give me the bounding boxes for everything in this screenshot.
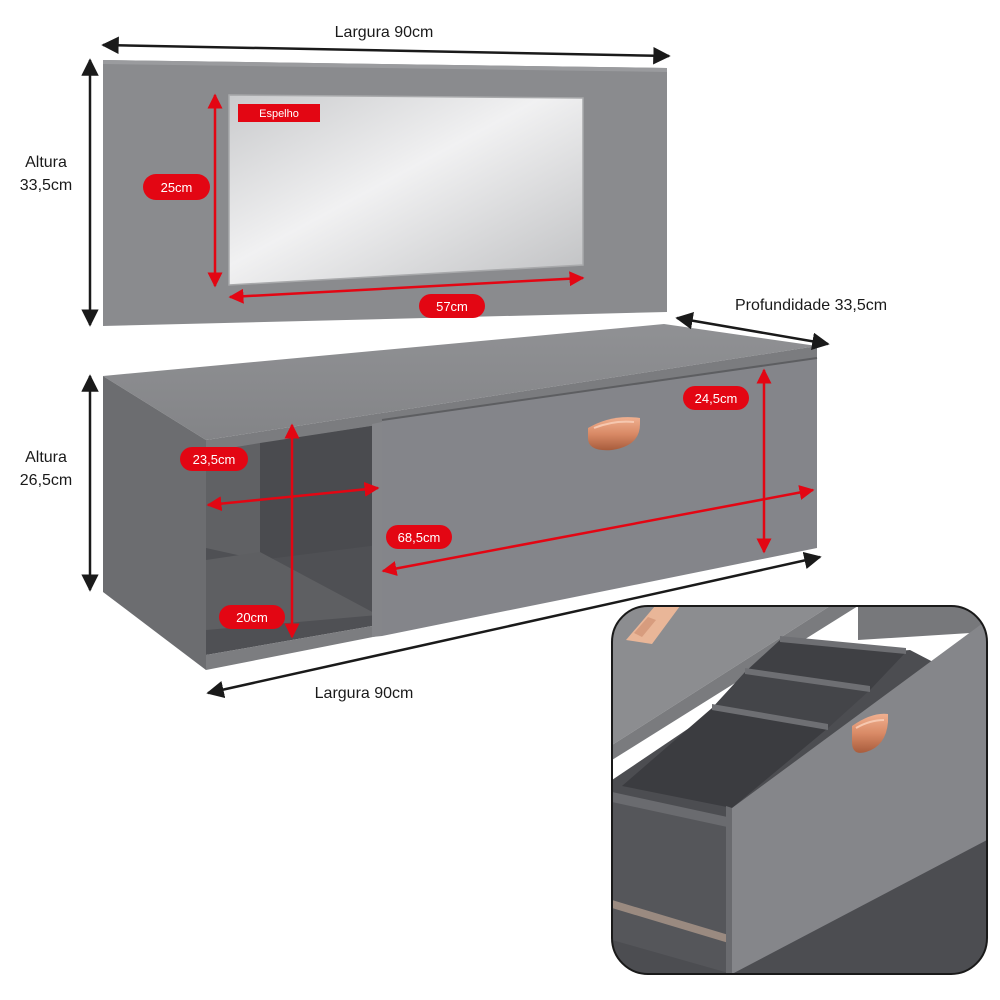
- mirror-tag-label: Espelho: [259, 108, 299, 120]
- niche-width-badge: 23,5cm: [180, 447, 248, 471]
- mirror-width-badge: 57cm: [419, 294, 485, 318]
- panel-width-label: Largura 90cm: [335, 24, 434, 41]
- mirror-height-label: 25cm: [161, 180, 193, 195]
- drawer-width-line: [381, 485, 815, 576]
- panel-width-line: [101, 36, 671, 65]
- cabinet-depth-label: Profundidade 33,5cm: [735, 297, 887, 314]
- panel-height-label-line2: 33,5cm: [20, 177, 72, 194]
- niche-height-label: 20cm: [236, 610, 268, 625]
- smartphone-icon: [626, 606, 680, 644]
- mirror-width-line: [228, 271, 585, 304]
- drawer-handle-detail-icon: [852, 713, 888, 753]
- drawer-height-badge: 24,5cm: [683, 386, 749, 410]
- shell-handle-icon: [588, 417, 640, 451]
- drawer-height-label: 24,5cm: [695, 391, 738, 406]
- mirror: [228, 94, 584, 286]
- mirror-height-badge: 25cm: [143, 174, 210, 200]
- cabinet-width-label: Largura 90cm: [315, 685, 414, 702]
- mirror-width-label: 57cm: [436, 299, 468, 314]
- niche-width-label: 23,5cm: [193, 452, 236, 467]
- open-drawer-detail: [612, 606, 987, 974]
- cabinet-depth-line: [675, 312, 830, 350]
- drawer-width-label: 68,5cm: [398, 530, 441, 545]
- cabinet-height-label-line2: 26,5cm: [20, 472, 72, 489]
- detail-frame: [611, 605, 988, 975]
- drawer-width-badge: 68,5cm: [386, 525, 452, 549]
- niche-height-badge: 20cm: [219, 605, 285, 629]
- cabinet-height-label-line1: Altura: [25, 449, 67, 466]
- cabinet-width-line: [206, 551, 822, 699]
- mirror-tag: Espelho: [238, 104, 320, 122]
- panel-height-label-line1: Altura: [25, 154, 67, 171]
